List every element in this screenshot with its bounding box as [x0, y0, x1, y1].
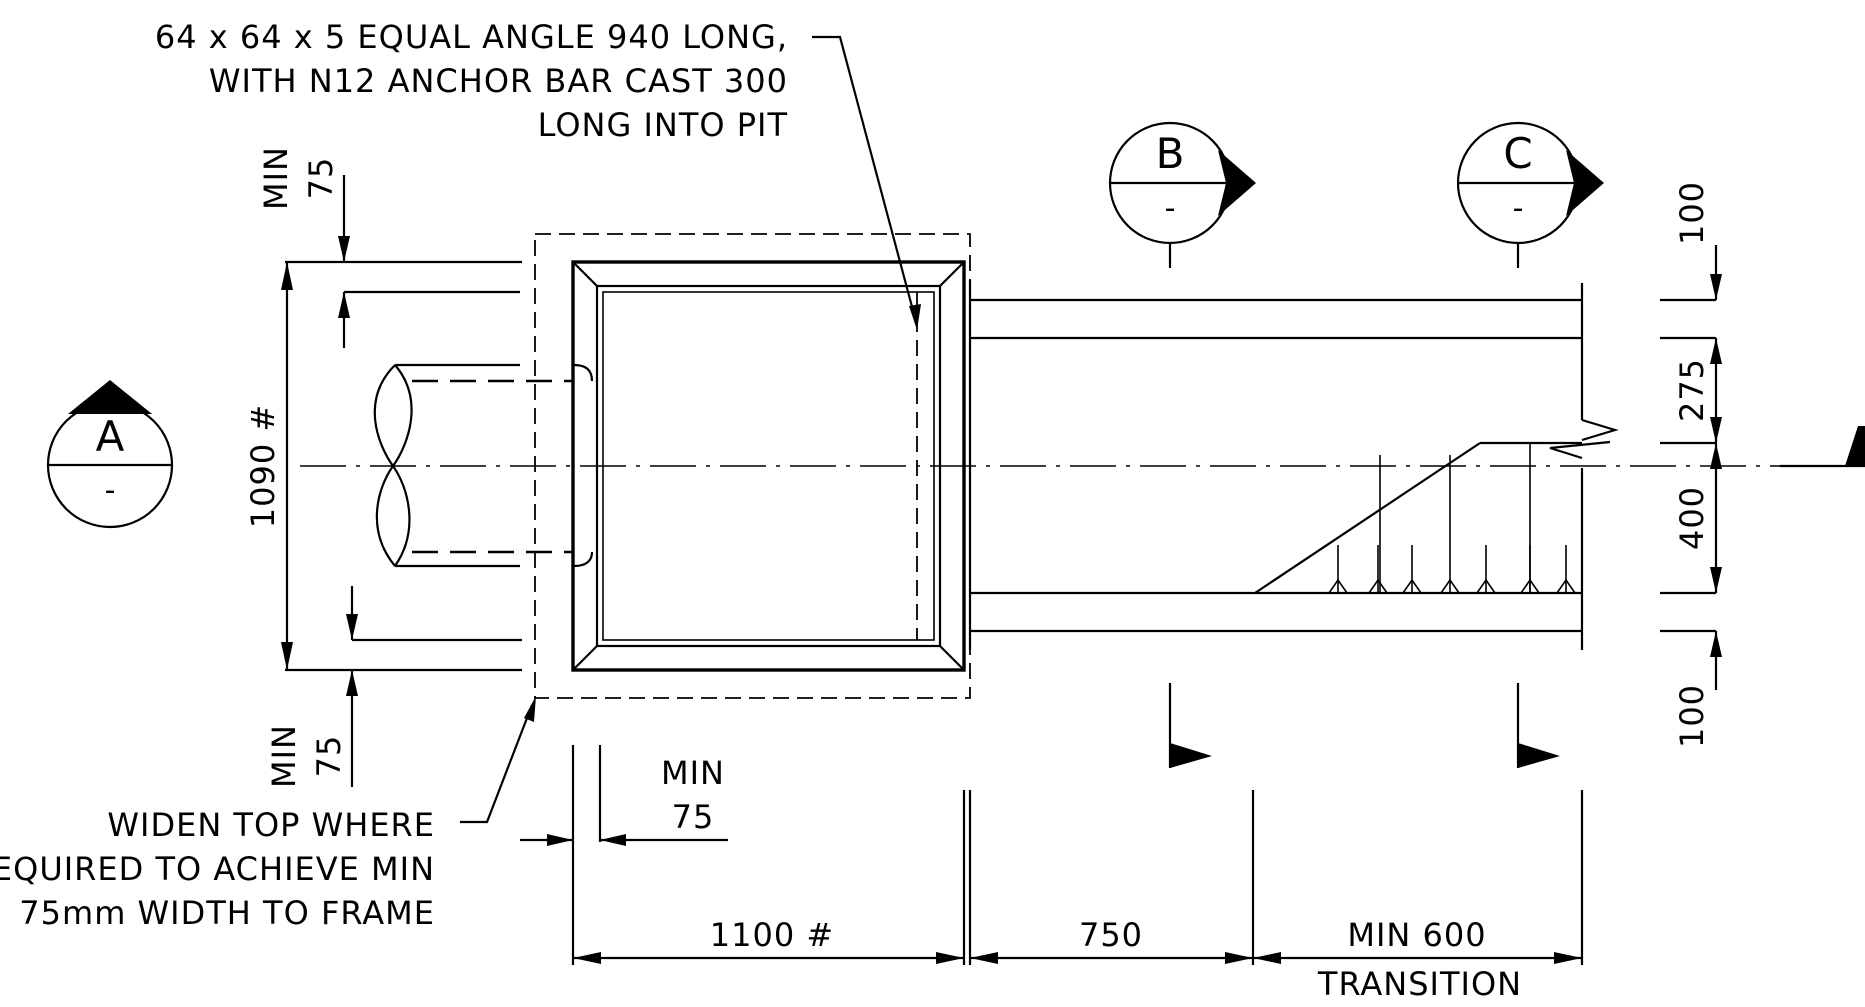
section-cut-b [1168, 683, 1212, 768]
dimension-bottom-min-label: MIN [265, 724, 303, 788]
dimension-frame-min-value: 75 [672, 798, 715, 836]
channel [962, 280, 1619, 650]
dimension-width-transition: MIN 600 [1347, 916, 1486, 954]
section-c-sheet: - [1513, 191, 1524, 226]
dimension-height-total-text: 1090 # [244, 404, 282, 528]
section-a-letter: A [96, 412, 125, 461]
section-marker-b[interactable]: B - [1108, 121, 1256, 268]
section-marker-a[interactable]: A - [46, 380, 174, 529]
dimension-width-pit: 1100 # [710, 916, 834, 954]
section-cut-c [1516, 683, 1560, 768]
dimension-bottom-min-value: 75 [310, 735, 348, 778]
weld-symbols [1328, 578, 1576, 594]
dimension-frame-min: MIN 75 [520, 745, 728, 965]
dimension-right-bottom: 100 [1673, 684, 1711, 748]
dimension-right-upper: 275 [1673, 358, 1711, 422]
section-c-pointer-icon [1566, 150, 1604, 216]
dimension-top-min-label: MIN [257, 146, 295, 210]
angle-note-line-3: LONG INTO PIT [538, 106, 788, 144]
pit-outline [534, 233, 971, 699]
section-a-sheet: - [105, 473, 116, 508]
dimension-top-min: MIN 75 [257, 146, 520, 348]
widen-note-line-1: WIDEN TOP WHERE [107, 806, 435, 844]
section-a-pointer-icon [68, 380, 152, 414]
angle-note-line-1: 64 x 64 x 5 EQUAL ANGLE 940 LONG, [155, 18, 788, 56]
dimension-height-total: 1090 # [244, 260, 522, 672]
widen-note: WIDEN TOP WHERE REQUIRED TO ACHIEVE MIN … [0, 696, 536, 932]
dimension-width-mid: 750 [1079, 916, 1143, 954]
dimension-right-chain: 100 275 400 100 [1660, 181, 1722, 748]
widen-note-line-2: REQUIRED TO ACHIEVE MIN [0, 850, 435, 888]
dimension-right-top: 100 [1673, 181, 1711, 245]
angle-note: 64 x 64 x 5 EQUAL ANGLE 940 LONG, WITH N… [155, 18, 921, 330]
dimension-top-min-value: 75 [302, 157, 340, 200]
section-b-pointer-icon [1218, 150, 1256, 216]
section-edge-pointer-icon [1845, 426, 1865, 466]
angle-note-line-2: WITH N12 ANCHOR BAR CAST 300 [209, 62, 788, 100]
section-b-sheet: - [1165, 191, 1176, 226]
dimension-right-lower: 400 [1673, 486, 1711, 550]
dimension-transition-label: TRANSITION [1317, 965, 1522, 1003]
pipe-break [373, 363, 594, 568]
section-c-letter: C [1503, 129, 1532, 178]
widen-note-line-3: 75mm WIDTH TO FRAME [19, 894, 435, 932]
section-marker-c[interactable]: C - [1456, 121, 1604, 268]
frame-inner [595, 284, 942, 648]
dimension-bottom-chain: 1100 # 750 MIN 600 TRANSITION [573, 790, 1584, 1003]
section-b-letter: B [1156, 129, 1185, 178]
dimension-bottom-min: MIN 75 [265, 586, 522, 788]
dimension-frame-min-label: MIN [661, 754, 725, 792]
